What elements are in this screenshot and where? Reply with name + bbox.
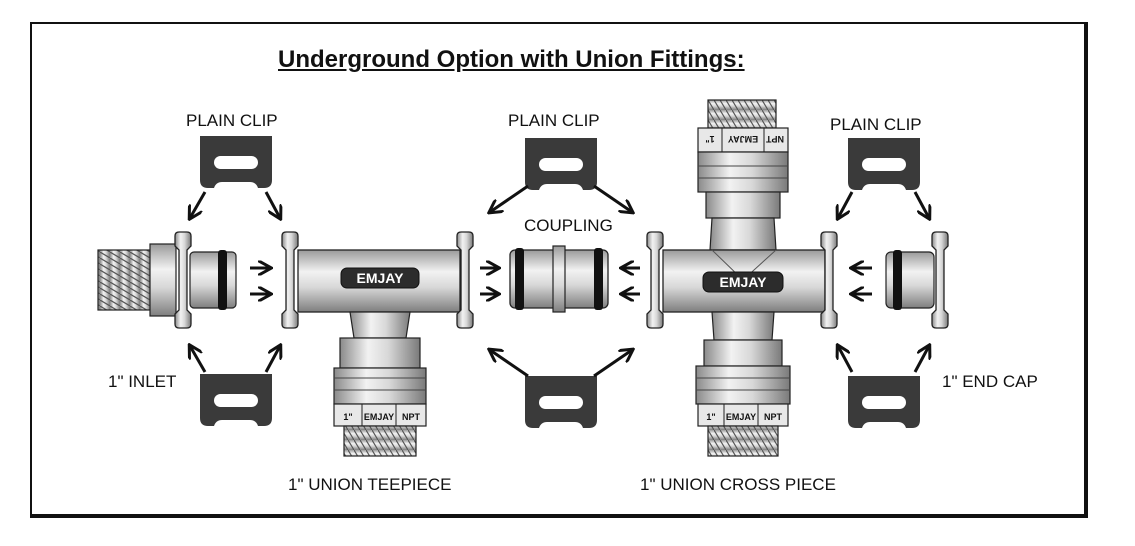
cross-bottom-band-brand: EMJAY — [726, 412, 756, 422]
label-coupling: COUPLING — [524, 216, 613, 235]
assembly-arrows — [190, 184, 929, 378]
cross-bottom-band-thread: NPT — [764, 412, 783, 422]
label-union-teepiece: 1" UNION TEEPIECE — [288, 475, 452, 494]
tee-brand: EMJAY — [357, 270, 405, 286]
arrow — [838, 191, 854, 218]
cross-top-band-brand: EMJAY — [728, 134, 758, 144]
plain-clip-right-top — [848, 138, 920, 190]
plain-clip-right-bottom — [848, 376, 920, 428]
arrow — [190, 191, 207, 218]
tee-band-thread: NPT — [402, 412, 421, 422]
arrow — [838, 346, 854, 373]
plain-clip-left-top — [200, 136, 272, 188]
diagram-title: Underground Option with Union Fittings: — [278, 46, 745, 73]
cross-top-band-size: 1" — [705, 134, 714, 144]
coupling-fitting — [509, 245, 609, 313]
label-union-cross-piece: 1" UNION CROSS PIECE — [640, 475, 836, 494]
arrow — [913, 191, 929, 218]
arrow — [490, 184, 529, 212]
end-cap-fitting — [885, 231, 949, 329]
inlet-fitting — [97, 231, 237, 329]
label-plain-clip-left: PLAIN CLIP — [186, 111, 278, 130]
cross-bottom-band-size: 1" — [706, 412, 715, 422]
arrow — [593, 184, 632, 212]
arrow — [190, 346, 207, 373]
label-inlet: 1" INLET — [108, 372, 177, 391]
cross-top-band-thread: NPT — [765, 134, 784, 144]
plain-clip-center-top — [525, 138, 597, 190]
arrow — [264, 346, 280, 373]
tee-band-brand: EMJAY — [364, 412, 394, 422]
plain-clip-center-bottom — [525, 376, 597, 428]
cross-brand: EMJAY — [720, 274, 768, 290]
arrow — [913, 346, 929, 373]
label-end-cap: 1" END CAP — [942, 372, 1038, 391]
arrow — [264, 191, 280, 218]
tee-band-size: 1" — [343, 412, 352, 422]
union-cross-piece-fitting: NPT EMJAY 1" EMJAY 1" EMJAY NPT — [646, 99, 838, 457]
arrow — [490, 350, 529, 378]
label-plain-clip-center: PLAIN CLIP — [508, 111, 600, 130]
label-plain-clip-right: PLAIN CLIP — [830, 115, 922, 134]
plain-clip-left-bottom — [200, 374, 272, 426]
diagram-frame — [30, 22, 1088, 518]
union-teepiece-fitting: EMJAY 1" EMJAY NPT — [281, 231, 474, 457]
arrow — [593, 350, 632, 378]
